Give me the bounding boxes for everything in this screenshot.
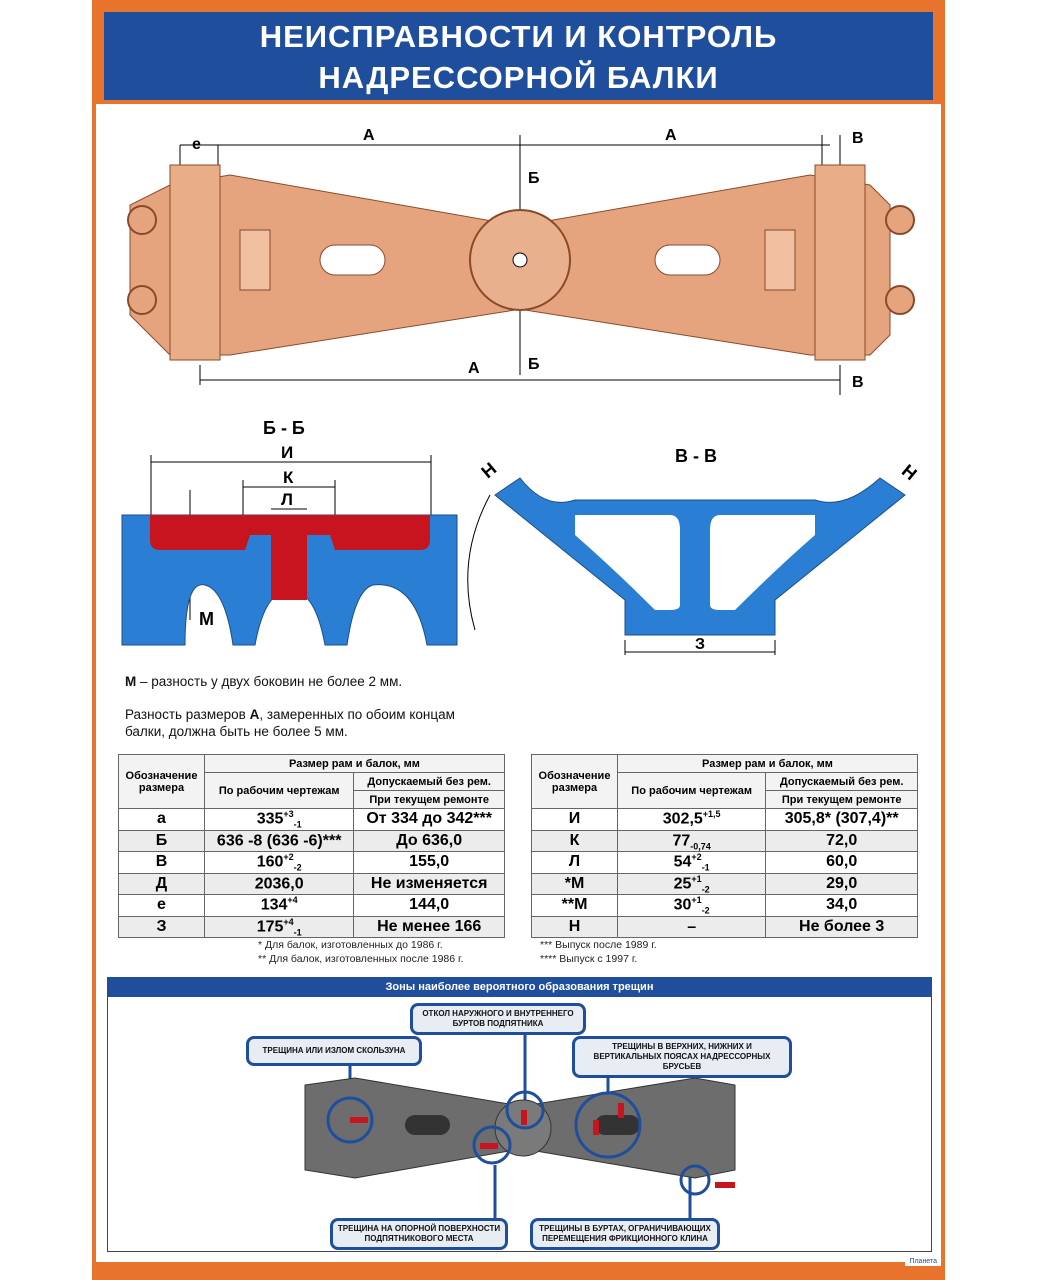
section-b-bottom: Б xyxy=(528,356,540,373)
designation-cell: В xyxy=(118,851,205,874)
title-line-1: НЕИСПРАВНОСТИ И КОНТРОЛЬ xyxy=(259,19,778,54)
allowed-value-cell: 29,0 xyxy=(765,872,918,896)
zones-panel xyxy=(107,997,932,1252)
section-bb-title: Б - Б xyxy=(263,418,305,438)
drawing-value-cell: 54+2-1 xyxy=(616,851,767,874)
drawing-value-cell: 636 -8 (636 -6)*** xyxy=(203,829,355,853)
allowed-value-cell: До 636,0 xyxy=(353,829,505,853)
allowed-value-cell: Не менее 166 xyxy=(353,915,505,939)
allowed-value-cell: 60,0 xyxy=(765,851,918,874)
callout-skolzun-crack: ТРЕЩИНА ИЛИ ИЗЛОМ СКОЛЬЗУНА xyxy=(246,1036,422,1066)
callout-belt-cracks: ТРЕЩИНЫ В ВЕРХНИХ, НИЖНИХ И ВЕРТИКАЛЬНЫХ… xyxy=(572,1036,792,1078)
designation-cell: Н xyxy=(531,915,618,939)
dim-l: Л xyxy=(281,490,293,509)
bottom-bar xyxy=(92,1262,945,1280)
footnotes-right: *** Выпуск после 1989 г.**** Выпуск с 19… xyxy=(540,939,657,965)
title-line-2: НАДРЕССОРНОЙ БАЛКИ xyxy=(318,60,719,95)
allowed-value-cell: 144,0 xyxy=(353,894,505,917)
dim-n-left: Н xyxy=(478,459,501,483)
beam-top-drawing: А А А е Б Б В В xyxy=(127,127,915,395)
designation-cell: Д xyxy=(118,872,205,896)
footnotes-left: * Для балок, изготовленных до 1986 г.** … xyxy=(258,939,464,965)
section-b-top: Б xyxy=(528,170,540,187)
dim-a-bottom: А xyxy=(468,360,480,377)
drawing-value-cell: 77-0,74 xyxy=(616,829,767,853)
title-banner: НЕИСПРАВНОСТИ И КОНТРОЛЬ НАДРЕССОРНОЙ БАЛ… xyxy=(96,0,941,104)
dim-z: З xyxy=(695,636,705,653)
designation-cell: **М xyxy=(531,894,618,917)
allowed-value-cell: 155,0 xyxy=(353,851,505,874)
designation-cell: К xyxy=(531,829,618,853)
drawing-value-cell: – xyxy=(616,915,767,939)
section-bb-drawing: Б - Б И К Л М xyxy=(121,418,458,646)
drawing-value-cell: 2036,0 xyxy=(203,872,355,896)
designation-cell: *М xyxy=(531,872,618,896)
designation-cell: е xyxy=(118,894,205,917)
beam-photo xyxy=(304,1030,736,1220)
dim-e: е xyxy=(192,136,201,153)
table-row: Н–Не более 3 xyxy=(531,915,918,939)
drawing-value-cell: 25+1-2 xyxy=(616,872,767,896)
section-v-top: В xyxy=(852,130,864,147)
drawing-value-cell: 335+3-1 xyxy=(203,808,355,831)
allowed-value-cell: Не изменяется xyxy=(353,872,505,896)
zones-title: Зоны наиболее вероятного образования тре… xyxy=(107,977,932,997)
dim-a-right: А xyxy=(665,127,677,144)
drawing-value-cell: 175+4-1 xyxy=(203,915,355,939)
note-m: М – разность у двух боковин не более 2 м… xyxy=(125,674,403,689)
designation-cell: З xyxy=(118,915,205,939)
dim-m: М xyxy=(199,609,214,629)
callout-podpyatnik-chip: ОТКОЛ НАРУЖНОГО И ВНУТРЕННЕГО БУРТОВ ПОД… xyxy=(410,1003,586,1035)
callout-support-surface-crack: ТРЕЩИНА НА ОПОРНОЙ ПОВЕРХНОСТИ ПОДПЯТНИК… xyxy=(330,1218,508,1250)
allowed-value-cell: 305,8* (307,4)** xyxy=(765,808,918,831)
drawing-value-cell: 302,5+1,5 xyxy=(616,808,767,831)
dim-n-right: Н xyxy=(898,460,921,484)
allowed-value-cell: 34,0 xyxy=(765,894,918,917)
drawing-value-cell: 160+2-2 xyxy=(203,851,355,874)
callout-bort-cracks: ТРЕЩИНЫ В БУРТАХ, ОГРАНИЧИВАЮЩИХ ПЕРЕМЕЩ… xyxy=(530,1218,720,1250)
drawing-value-cell: 134+4 xyxy=(203,894,355,917)
publisher-logo: Планета xyxy=(905,1257,941,1266)
section-vv-drawing: В - В З Н Н xyxy=(467,446,921,655)
allowed-value-cell: От 334 до 342*** xyxy=(353,808,505,831)
section-v-bottom: В xyxy=(852,374,864,391)
dim-i: И xyxy=(281,443,293,462)
designation-cell: а xyxy=(118,808,205,831)
dim-k: К xyxy=(283,468,294,487)
designation-cell: И xyxy=(531,808,618,831)
note-a: Разность размеров А, замеренных по обоим… xyxy=(125,707,455,739)
designation-cell: Б xyxy=(118,829,205,853)
drawing-value-cell: 30+1-2 xyxy=(616,894,767,917)
dim-a-left: А xyxy=(363,127,375,144)
designation-cell: Л xyxy=(531,851,618,874)
section-vv-title: В - В xyxy=(675,446,717,466)
allowed-value-cell: 72,0 xyxy=(765,829,918,853)
allowed-value-cell: Не более 3 xyxy=(765,915,918,939)
